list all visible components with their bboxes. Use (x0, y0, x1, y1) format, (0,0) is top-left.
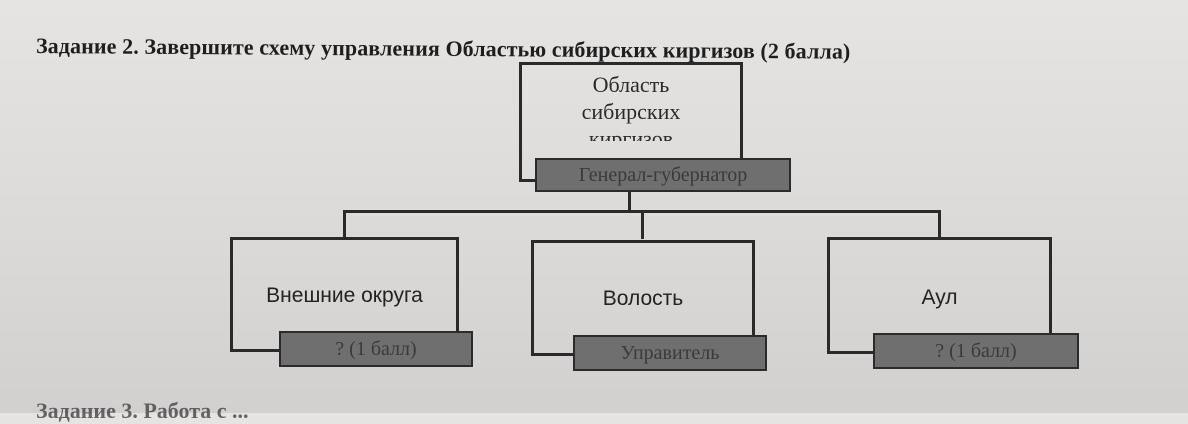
connector-middle-down (641, 210, 644, 239)
task-title: Задание 2. Завершите схему управления Об… (35, 33, 851, 64)
root-label-line-1: Область (592, 72, 670, 97)
child-label-volost: Волость (602, 287, 684, 310)
root-label-line-3: киргизов (588, 126, 674, 141)
child-label-aul: Аул (921, 286, 958, 309)
connector-left-down (343, 210, 346, 239)
worksheet-page: Задание 2. Завершите схему управления Об… (35, 33, 1079, 423)
connector-root-down (628, 192, 631, 212)
child-tag-volost: Управитель (573, 335, 767, 371)
child-tag-okruga: ? (1 балл) (279, 331, 473, 367)
connector-right-down (938, 210, 941, 239)
child-label-okruga: Внешние округа (266, 284, 423, 307)
next-task-heading: Задание 3. Работа с ... (36, 398, 249, 423)
child-tag-aul: ? (1 балл) (873, 333, 1079, 369)
root-label: Область сибирских киргизов (522, 71, 740, 141)
root-tag: Генерал-губернатор (535, 158, 791, 192)
root-label-line-2: сибирских (581, 99, 681, 124)
